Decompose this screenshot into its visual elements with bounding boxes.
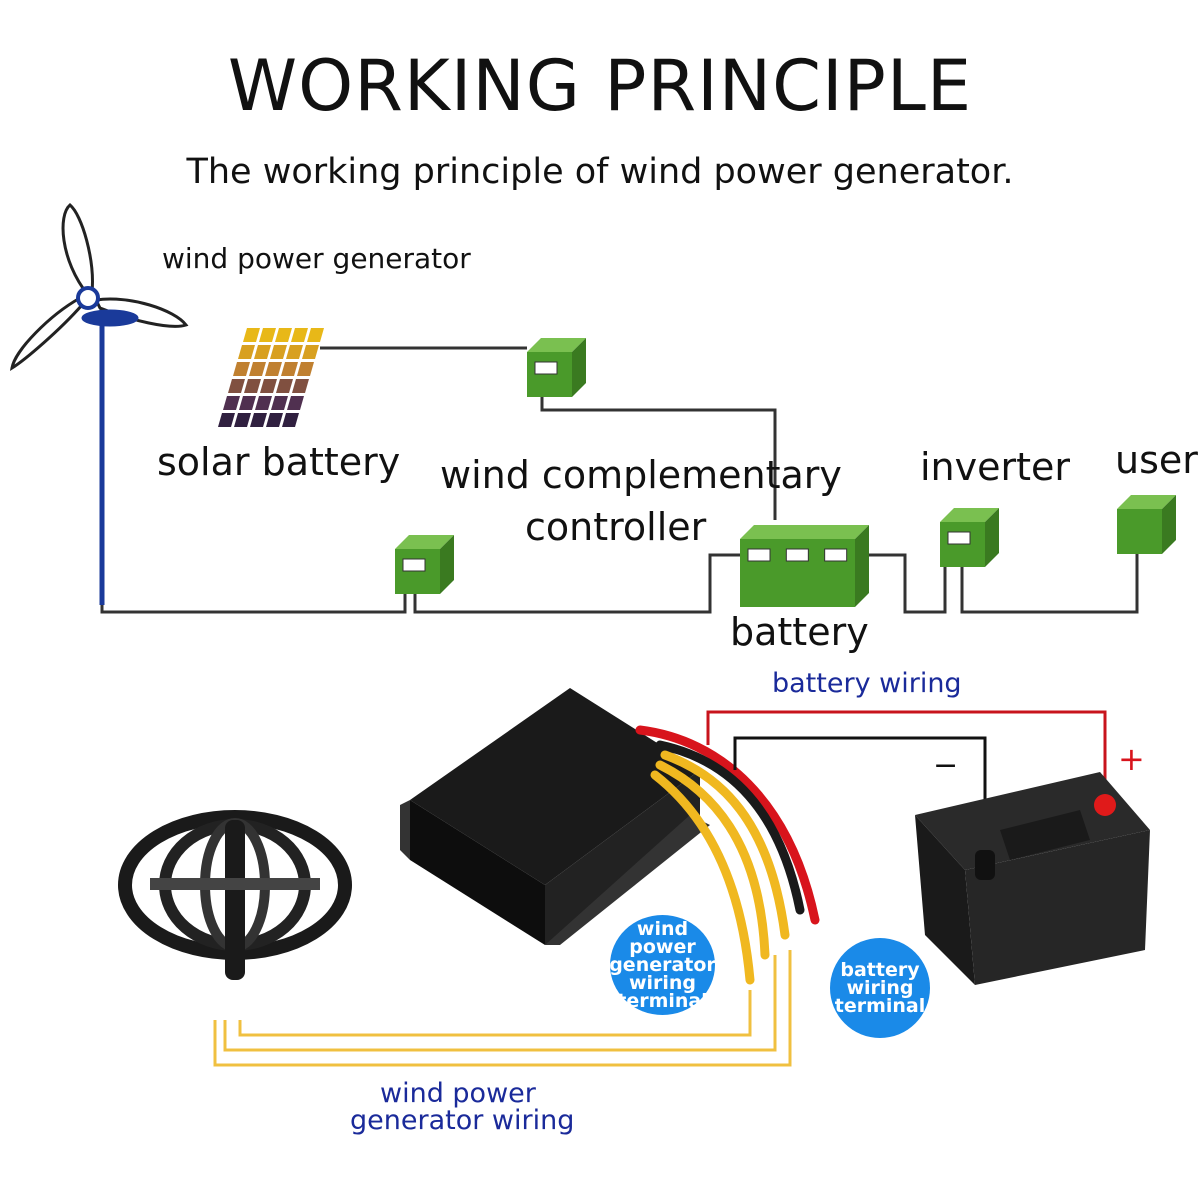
inverter-label: inverter (920, 445, 1071, 489)
wind-turbine-icon (9, 203, 189, 605)
generator-terminal-badge: wind power generator wiring terminal (609, 915, 716, 1015)
generator-wiring (213, 950, 792, 1067)
battery-terminal-badge: battery wiring terminal (830, 938, 930, 1038)
system-wiring (100, 346, 1139, 614)
generator-controller-box-icon (395, 535, 454, 594)
generator-wiring-label-line1: wind power (380, 1078, 536, 1109)
user-box-icon (1117, 495, 1176, 554)
inverter-box-icon (940, 508, 999, 567)
battery-wiring-label: battery wiring (772, 668, 962, 699)
positive-wire (706, 710, 1107, 795)
car-battery-icon (915, 772, 1150, 985)
user-label: user (1115, 438, 1198, 482)
minus-label: − (933, 748, 959, 783)
charge-controller-icon (400, 688, 710, 945)
solar-panel-icon (218, 328, 324, 427)
controller-wires (635, 725, 820, 985)
wind-generator-label: wind power generator (162, 242, 471, 275)
battery-bank-icon (740, 525, 869, 607)
battery-label: battery (730, 610, 869, 654)
page-subtitle: The working principle of wind power gene… (186, 152, 1014, 192)
solar-battery-label: solar battery (157, 440, 401, 484)
page-title: WORKING PRINCIPLE (227, 45, 973, 127)
controller-box-icon (527, 338, 586, 397)
controller-label-line1: wind complementary (440, 453, 842, 497)
generator-wiring-label-line2: generator wiring (350, 1105, 575, 1136)
controller-label-line2: controller (525, 505, 707, 549)
lantern-wind-turbine-icon (118, 810, 352, 980)
plus-label: + (1118, 740, 1145, 778)
negative-wire (733, 736, 987, 855)
